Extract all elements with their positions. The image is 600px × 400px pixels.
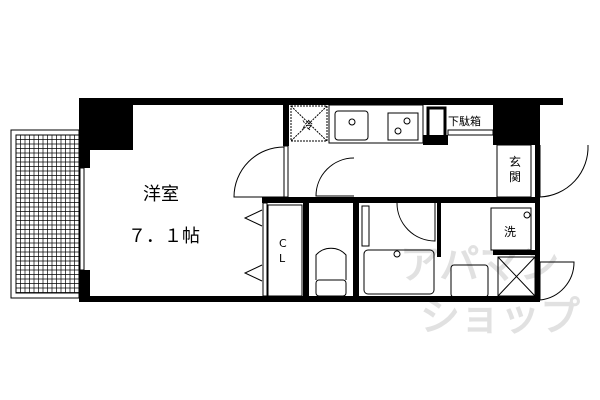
washer-pan xyxy=(490,207,532,251)
fridge-label: 冷 xyxy=(302,119,313,132)
washer-label: 洗 xyxy=(504,225,516,239)
room-name: 洋室 xyxy=(143,184,179,205)
closet-label-2: L xyxy=(279,252,286,265)
toilet xyxy=(315,247,347,280)
doors xyxy=(233,144,589,301)
entrance-label-2: 関 xyxy=(509,170,521,184)
watermark-logo: アパマン ショップ xyxy=(400,242,580,340)
labels: 洋室 ７．１帖 C L 冷 下駄箱 玄 関 洗 xyxy=(128,114,521,265)
entrance-label-1: 玄 xyxy=(509,154,521,169)
sink xyxy=(334,110,369,141)
fixtures xyxy=(267,104,536,298)
stove xyxy=(387,112,419,141)
washbasin xyxy=(450,264,489,298)
shoe-box-label: 下駄箱 xyxy=(448,114,481,128)
walls xyxy=(79,98,563,302)
closet-label-1: C xyxy=(279,237,287,250)
bathtub xyxy=(363,249,435,295)
fridge xyxy=(290,105,328,142)
room-size: ７．１帖 xyxy=(128,226,200,247)
windows xyxy=(79,145,289,297)
balcony xyxy=(10,129,80,299)
closet xyxy=(267,204,303,297)
kitchen-counter xyxy=(328,104,424,144)
